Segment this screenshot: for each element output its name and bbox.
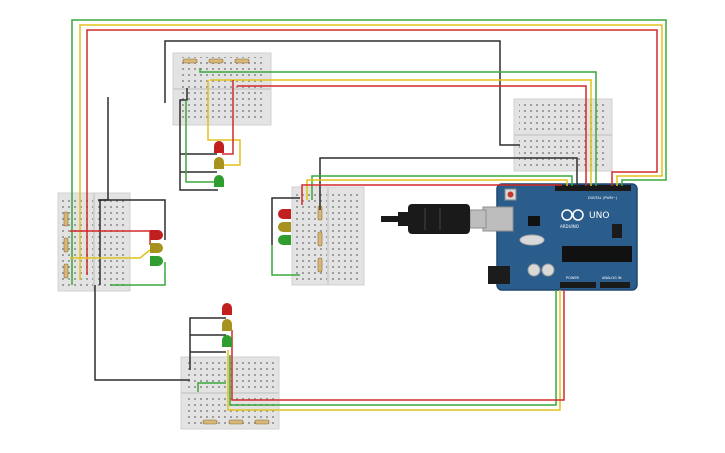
jumper-wires-top <box>179 68 597 191</box>
red-led <box>150 230 163 240</box>
breadboard-top <box>172 52 272 126</box>
analog-pins-label: ANALOG IN <box>602 276 622 280</box>
analog-header <box>600 282 630 288</box>
breadboard-top-right <box>513 98 613 172</box>
jumper-wires-bottom <box>189 290 565 411</box>
yellow-led <box>278 222 291 232</box>
power-jack <box>488 266 510 284</box>
yellow-led <box>150 243 163 253</box>
resistors-top <box>182 58 250 64</box>
green-led <box>278 235 291 245</box>
wire-yellow-outer <box>79 24 663 280</box>
wire-green-outer <box>71 19 667 285</box>
yellow-led <box>222 319 232 331</box>
led-group-bottom <box>222 303 232 347</box>
resistors-center <box>317 205 323 273</box>
digital-header <box>555 185 631 191</box>
green-led <box>150 256 163 266</box>
led-group-top <box>214 141 224 187</box>
wire-red-outer <box>86 29 658 275</box>
power-header <box>560 282 596 288</box>
board-brand-label: UNO <box>589 211 609 221</box>
green-led <box>214 175 224 187</box>
yellow-led <box>214 157 224 169</box>
led-group-left <box>150 230 163 266</box>
resistors-left <box>63 211 69 279</box>
green-led <box>222 335 232 347</box>
wire-black-top-to-right-board <box>164 40 520 146</box>
jumper-wires-perimeter <box>71 19 667 285</box>
led-group-center <box>278 209 291 245</box>
jumper-wires-center <box>271 157 578 276</box>
digital-pins-label: DIGITAL (PWM~) <box>588 196 618 200</box>
resistors-bottom <box>202 419 270 425</box>
jumper-wires-left <box>70 97 190 381</box>
usb-port <box>482 206 514 232</box>
red-led <box>214 141 224 153</box>
power-pins-label: POWER <box>566 276 580 280</box>
red-led <box>278 209 291 219</box>
red-led <box>222 303 232 315</box>
arduino-uno-board: UNO ARDUINO DIGITAL (PWM~) POWER ANALOG … <box>482 183 638 291</box>
usb-cable <box>381 204 487 234</box>
microcontroller-chip <box>562 246 632 262</box>
arduino-logo-icon <box>561 209 584 221</box>
breadboard-center <box>291 186 365 286</box>
breadboard-left <box>57 192 131 292</box>
board-model-label: ARDUINO <box>560 224 579 229</box>
